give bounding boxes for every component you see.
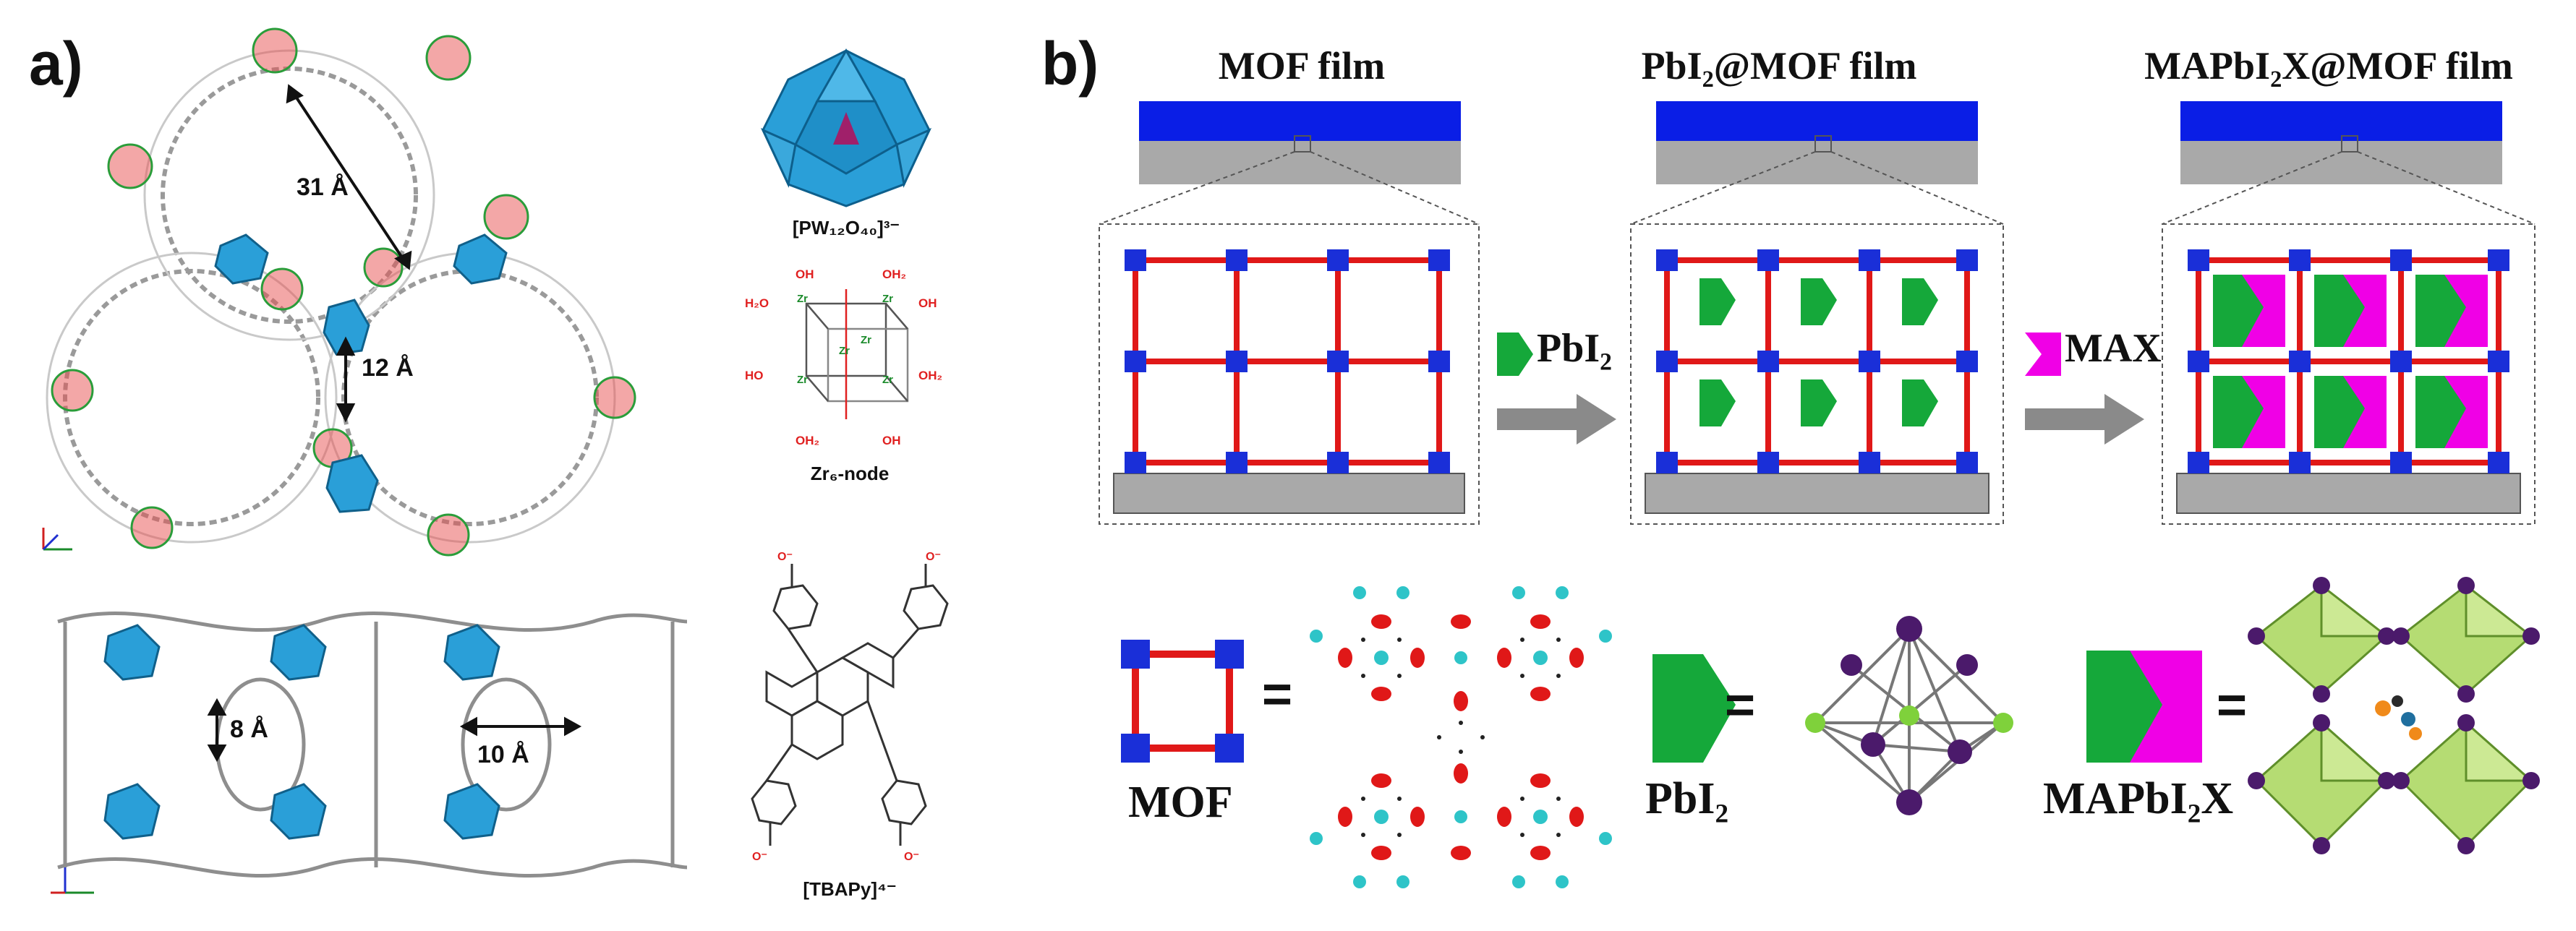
- lattice-stage2: [1645, 249, 1989, 514]
- svg-text:OH: OH: [882, 434, 901, 447]
- svg-text:O⁻: O⁻: [752, 851, 767, 863]
- framework-side-view: [57, 612, 688, 878]
- svg-text:OH: OH: [796, 267, 814, 281]
- svg-text:Zr: Zr: [797, 374, 808, 386]
- tbapy-linker-structure: O⁻ O⁻ O⁻ O⁻: [751, 551, 949, 863]
- stage2-film: [1656, 101, 1978, 141]
- zr-node-structure: OH OH₂ H₂O OH HO OH₂ OH₂ OH Zr Zr Zr Zr …: [745, 267, 942, 447]
- stage2-substrate: [1656, 141, 1978, 184]
- pom-polyhedron: [760, 48, 932, 207]
- svg-text:OH: OH: [918, 296, 937, 310]
- svg-text:HO: HO: [745, 369, 764, 382]
- legend-pbi2-label: PbI₂: [1645, 774, 1729, 823]
- perovskite-octahedra-structure: [2248, 577, 2540, 854]
- svg-text:O⁻: O⁻: [777, 551, 793, 563]
- svg-text:O⁻: O⁻: [904, 851, 919, 863]
- tbapy-linker-caption: [TBAPy]⁴⁻: [803, 878, 897, 900]
- svg-text:Zr: Zr: [839, 345, 850, 357]
- dimension-8-label: 8 Å: [230, 716, 268, 743]
- stage3-film: [2180, 101, 2502, 141]
- legend-mapbi2x-label: MAPbI₂X: [2043, 774, 2234, 823]
- stage-mapbi2x-mof-film-title: MAPbI₂X@MOF film: [2144, 44, 2513, 87]
- svg-text:OH₂: OH₂: [918, 369, 942, 382]
- legend-mof-square-icon: [1121, 640, 1244, 763]
- legend-mof-equals: =: [1262, 666, 1293, 724]
- legend-pbi2-icon: [1652, 654, 1736, 763]
- svg-text:OH₂: OH₂: [796, 434, 819, 447]
- svg-text:O⁻: O⁻: [926, 551, 941, 563]
- arrow2-right-icon: [2025, 394, 2144, 445]
- pom-caption: [PW₁₂O₄₀]³⁻: [792, 217, 900, 239]
- panel-a-label: a): [29, 30, 83, 98]
- svg-text:Zr: Zr: [882, 374, 893, 386]
- mof-atomic-structure: [1310, 586, 1612, 888]
- zr-node-caption: Zr₆-node: [810, 463, 890, 484]
- framework-top-view: [46, 27, 636, 557]
- svg-text:OH₂: OH₂: [882, 267, 906, 281]
- arrow2-label: MAX: [2065, 326, 2162, 371]
- stage1-substrate: [1139, 141, 1461, 184]
- svg-text:H₂O: H₂O: [745, 296, 769, 310]
- dimension-31-label: 31 Å: [297, 173, 349, 201]
- arrow2-max-icon: [2025, 332, 2061, 376]
- legend-mapbi2x-icon: [2086, 651, 2202, 763]
- legend-mapbi2x-equals: =: [2217, 677, 2248, 734]
- legend-pbi2-equals: =: [1725, 677, 1756, 734]
- lattice-stage3: [2176, 249, 2521, 514]
- arrow1-label: PbI₂: [1537, 326, 1612, 371]
- svg-text:Zr: Zr: [797, 293, 808, 305]
- panel-b-label: b): [1041, 30, 1099, 98]
- dimension-10-label: 10 Å: [477, 741, 529, 768]
- svg-text:Zr: Zr: [882, 293, 893, 305]
- axis-triad-top: [42, 528, 72, 551]
- arrow1-pbi2-icon: [1497, 332, 1533, 376]
- arrow1-right-icon: [1497, 394, 1616, 445]
- legend-mof-label: MOF: [1128, 778, 1233, 827]
- lattice-stage1: [1113, 249, 1465, 514]
- svg-text:Zr: Zr: [861, 334, 871, 346]
- dimension-12-label: 12 Å: [362, 354, 414, 382]
- stage-mof-film-title: MOF film: [1218, 44, 1386, 87]
- pbi2-octahedron-structure: [1805, 616, 2013, 815]
- axis-triad-bottom: [51, 867, 94, 894]
- stage-pbi2-mof-film-title: PbI₂@MOF film: [1641, 44, 1917, 87]
- stage1-film: [1139, 101, 1461, 141]
